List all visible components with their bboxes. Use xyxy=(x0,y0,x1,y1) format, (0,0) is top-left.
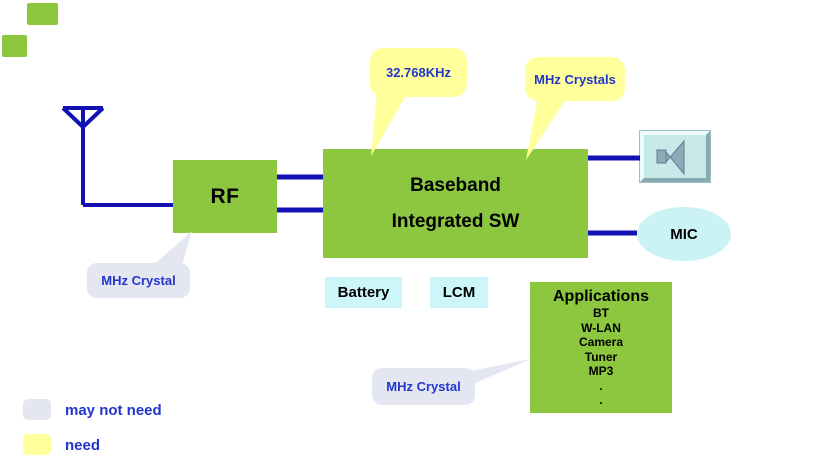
baseband-block: Baseband Integrated SW xyxy=(323,149,588,258)
antenna-icon xyxy=(61,106,173,207)
callout-32768khz-label: 32.768KHz xyxy=(385,65,452,80)
legend-swatch-need xyxy=(23,434,51,455)
applications-item: BT xyxy=(593,306,609,320)
callout-mhz-crystals: MHz Crystals xyxy=(525,57,625,101)
callout-mhz-crystal-apps-label: MHz Crystal xyxy=(386,379,461,394)
mic-block: MIC xyxy=(637,207,731,261)
applications-item: Camera xyxy=(578,335,624,349)
mic-label: MIC xyxy=(670,225,698,243)
speaker-button xyxy=(640,131,710,182)
rf-label: RF xyxy=(210,184,240,208)
lcm-block: LCM xyxy=(430,277,488,308)
lcm-label: LCM xyxy=(442,284,476,301)
baseband-label-line2: Integrated SW xyxy=(391,210,520,232)
applications-item: MP3 xyxy=(588,364,614,378)
tail-callout-32768khz xyxy=(371,92,408,156)
legend-swatch-may-not-need xyxy=(23,399,51,420)
speaker-icon xyxy=(656,139,685,175)
rf-block: RF xyxy=(173,160,277,233)
applications-title: Applications xyxy=(552,288,649,305)
callout-32768khz: 32.768KHz xyxy=(370,48,467,97)
corner-green-mark-left xyxy=(2,35,27,57)
callout-mhz-crystal-rf: MHz Crystal xyxy=(87,263,190,298)
applications-item: Tuner xyxy=(584,349,618,364)
legend-label-need: need xyxy=(65,437,101,454)
callout-mhz-crystal-rf-label: MHz Crystal xyxy=(101,273,176,288)
applications-item: . xyxy=(599,393,603,407)
applications-block: Applications BT W-LAN Camera Tuner MP3 .… xyxy=(530,282,672,413)
baseband-label-line1: Baseband xyxy=(410,174,501,196)
callout-mhz-crystals-label: MHz Crystals xyxy=(534,71,616,87)
corner-green-mark-top xyxy=(27,3,58,25)
applications-item: . xyxy=(599,378,603,393)
battery-label: Battery xyxy=(337,284,390,301)
battery-block: Battery xyxy=(325,277,402,308)
callout-mhz-crystal-apps: MHz Crystal xyxy=(372,368,475,405)
legend-label-may-not-need: may not need xyxy=(65,402,162,419)
applications-item: W-LAN xyxy=(581,320,621,335)
